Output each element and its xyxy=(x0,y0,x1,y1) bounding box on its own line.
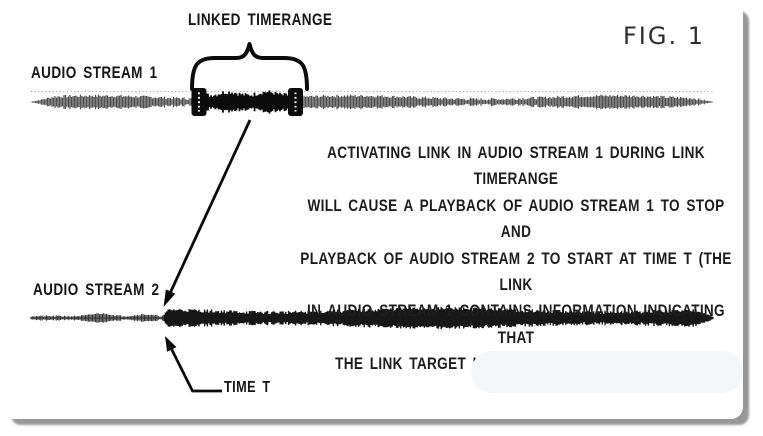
annotation-line: IN AUDIO STREAM 1 CONTAINS INFORMATION I… xyxy=(307,301,725,347)
diagram-canvas xyxy=(30,42,714,393)
time-t-label: TIME T xyxy=(224,379,271,396)
audio-stream-1-waveform xyxy=(30,94,713,110)
audio-stream-2-waveform xyxy=(30,306,714,330)
linked-timerange-label: LINKED TIMERANGE xyxy=(188,11,333,29)
link-region-center-band xyxy=(198,99,300,105)
annotation-line: ACTIVATING LINK IN AUDIO STREAM 1 DURING… xyxy=(327,143,705,189)
time-t-arrow xyxy=(165,336,222,393)
curly-brace xyxy=(190,42,309,91)
link-target-arrow xyxy=(163,119,252,307)
figure-card: LINKED TIMERANGE FIG. 1 AUDIO STREAM 1 A… xyxy=(1,1,743,419)
audio-stream-2-label: AUDIO STREAM 2 xyxy=(33,281,160,299)
figure-number: FIG. 1 xyxy=(623,22,706,50)
annotation-line: WILL CAUSE A PLAYBACK OF AUDIO STREAM 1 … xyxy=(307,195,725,242)
audio-stream-1-label: AUDIO STREAM 1 xyxy=(31,64,158,82)
highlight-smudge xyxy=(471,351,743,393)
link-start-marker xyxy=(191,88,207,116)
annotation-line: PLAYBACK OF AUDIO STREAM 2 TO START AT T… xyxy=(300,248,732,295)
annotation-text-block: ACTIVATING LINK IN AUDIO STREAM 1 DURING… xyxy=(292,140,740,378)
link-end-marker xyxy=(288,88,303,116)
